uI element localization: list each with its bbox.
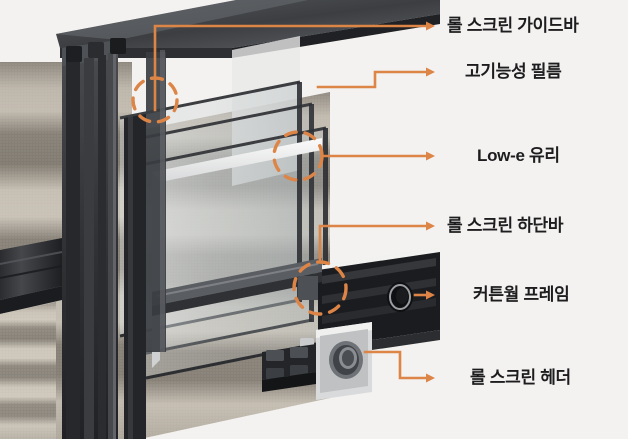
- callout-roll-screen-bottom-bar: 롤 스크린 하단바: [447, 216, 564, 235]
- mullion-vertical-main: [62, 40, 118, 439]
- mullion-vertical-secondary: [124, 114, 146, 439]
- bottom-profiles: [262, 344, 316, 392]
- roller-header-box: [300, 322, 372, 400]
- top-extrusion-blocks: [66, 38, 126, 62]
- guide-bar: [146, 50, 166, 352]
- callout-roll-screen-guide-bar: 롤 스크린 가이드바: [447, 16, 579, 35]
- callout-roll-screen-header: 롤 스크린 헤더: [470, 368, 571, 387]
- callout-curtain-wall-frame: 커튼월 프레임: [473, 285, 570, 304]
- lower-left-panel: [0, 302, 56, 439]
- callout-low-e-glass: Low-e 유리: [477, 146, 560, 165]
- callout-high-performance-film: 고기능성 필름: [465, 62, 562, 81]
- transom-cross: [0, 238, 63, 314]
- curtain-wall-illustration: [0, 0, 440, 439]
